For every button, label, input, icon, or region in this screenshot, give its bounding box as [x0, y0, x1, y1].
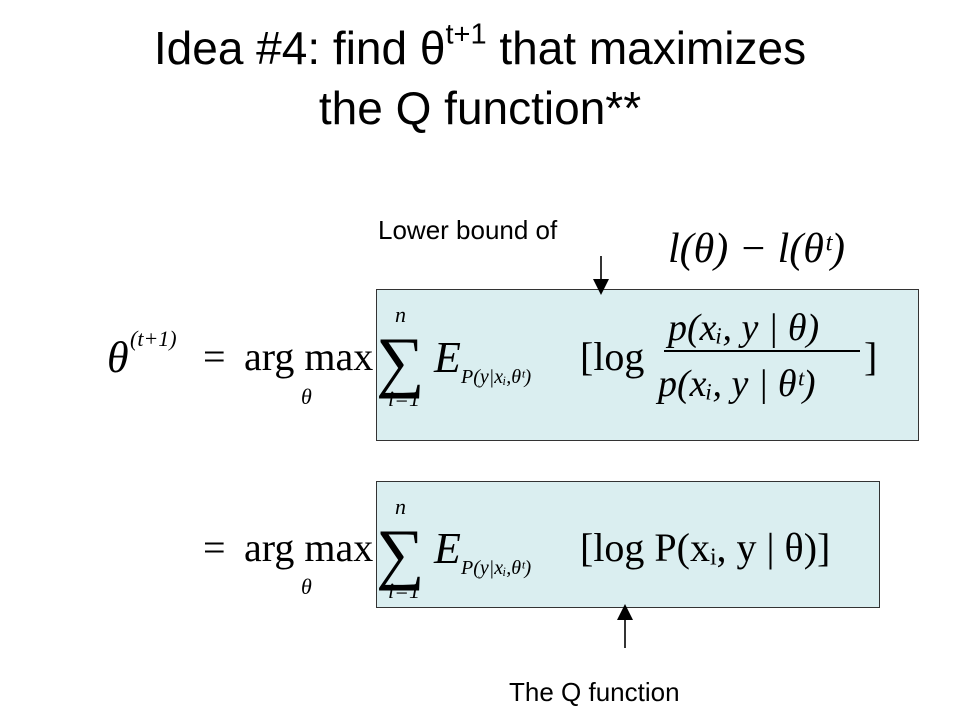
- ratio-suffix: ]: [864, 334, 877, 379]
- equals-1: =: [203, 334, 226, 379]
- sum-lower-2: i=1: [388, 578, 420, 603]
- sum-upper-2: n: [395, 494, 406, 519]
- title-line-1: Idea #4: find θt+1 that maximizes: [0, 18, 960, 78]
- sum-lower-1: i=1: [388, 386, 420, 411]
- lhs-theta: θ: [107, 333, 129, 382]
- lower-bound-label: Lower bound of: [378, 215, 558, 245]
- title-line-2: the Q function**: [318, 82, 642, 134]
- sum-upper-1: n: [395, 302, 406, 327]
- ratio-denominator: p(xᵢ, y | θᵗ): [655, 363, 816, 405]
- expectation-subscript-1: P(y|xᵢ,θᵗ): [460, 366, 531, 388]
- lhs-superscript: (t+1): [130, 326, 177, 351]
- argmax-2: arg max: [244, 525, 373, 570]
- title-suffix: that maximizes: [486, 22, 807, 74]
- q-function-label: The Q function: [509, 677, 680, 707]
- equals-2: =: [203, 525, 226, 570]
- slide-title: Idea #4: find θt+1 that maximizes the Q …: [0, 18, 960, 138]
- title-prefix: Idea #4: find θ: [153, 22, 446, 74]
- lower-bound-expression: l(θ) − l(θᵗ): [668, 226, 845, 272]
- ratio-prefix: [log: [580, 334, 644, 379]
- argmax-subscript-2: θ: [301, 574, 312, 599]
- sum-symbol-1: ∑: [376, 323, 424, 399]
- ratio-numerator: p(xᵢ, y | θ): [665, 307, 819, 349]
- expectation-1: E: [433, 333, 461, 382]
- title-superscript: t+1: [445, 18, 487, 51]
- expectation-subscript-2: P(y|xᵢ,θᵗ): [460, 557, 531, 579]
- argmax-subscript-1: θ: [301, 384, 312, 409]
- q-term: [log P(xᵢ, y | θ)]: [580, 525, 830, 570]
- equation-2: = arg max θ n ∑ i=1 E P(y|xᵢ,θᵗ) [log P(…: [203, 494, 830, 603]
- argmax-1: arg max: [244, 334, 373, 379]
- equation-1: θ (t+1) = arg max θ n ∑ i=1 E P(y|xᵢ,θᵗ)…: [107, 302, 877, 411]
- lower-bound-box: [376, 289, 919, 441]
- sum-symbol-2: ∑: [376, 515, 424, 591]
- expectation-2: E: [433, 524, 461, 573]
